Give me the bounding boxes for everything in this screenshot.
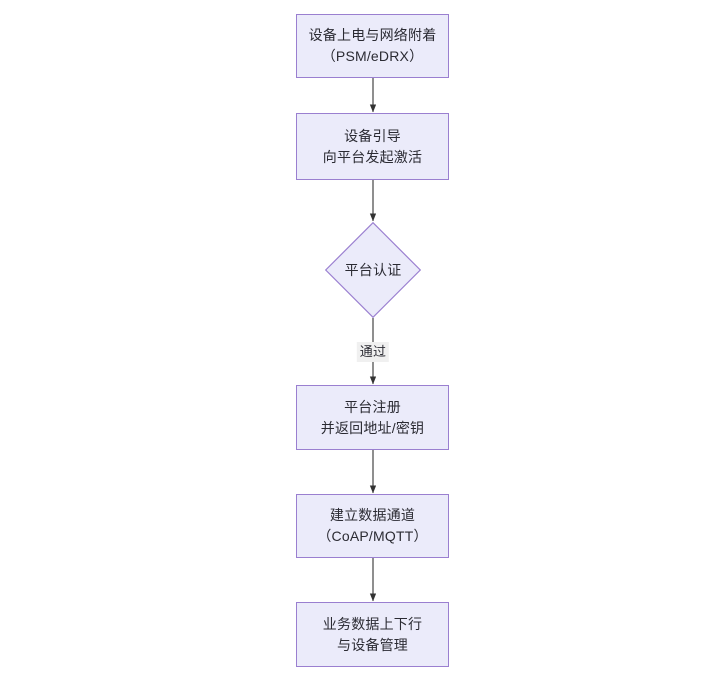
node-line: 并返回地址/密钥 xyxy=(320,419,425,436)
node-line: 设备引导 xyxy=(344,127,401,144)
node-device-power-on[interactable]: 设备上电与网络附着 （PSM/eDRX） xyxy=(296,14,449,78)
diamond-shape-icon xyxy=(325,222,421,318)
node-line: 向平台发起激活 xyxy=(322,148,423,165)
node-line: 业务数据上下行 xyxy=(322,615,423,632)
node-line: 设备上电与网络附着 xyxy=(308,27,437,43)
node-line: 建立数据通道 xyxy=(329,507,416,523)
node-platform-auth-decision[interactable]: 平台认证 xyxy=(325,222,421,318)
node-line: 平台认证 xyxy=(344,261,402,278)
edge-label-pass: 通过 xyxy=(356,342,390,362)
node-line: （PSM/eDRX） xyxy=(321,48,424,64)
node-platform-register[interactable]: 平台注册 并返回地址/密钥 xyxy=(296,385,449,450)
node-establish-data-channel[interactable]: 建立数据通道 （CoAP/MQTT） xyxy=(296,494,449,558)
node-device-bootstrap[interactable]: 设备引导 向平台发起激活 xyxy=(296,113,449,180)
node-line: 与设备管理 xyxy=(337,636,408,653)
node-line: （CoAP/MQTT） xyxy=(317,528,428,544)
node-business-data-and-device-mgmt[interactable]: 业务数据上下行 与设备管理 xyxy=(296,602,449,667)
node-line: 平台注册 xyxy=(344,398,401,415)
